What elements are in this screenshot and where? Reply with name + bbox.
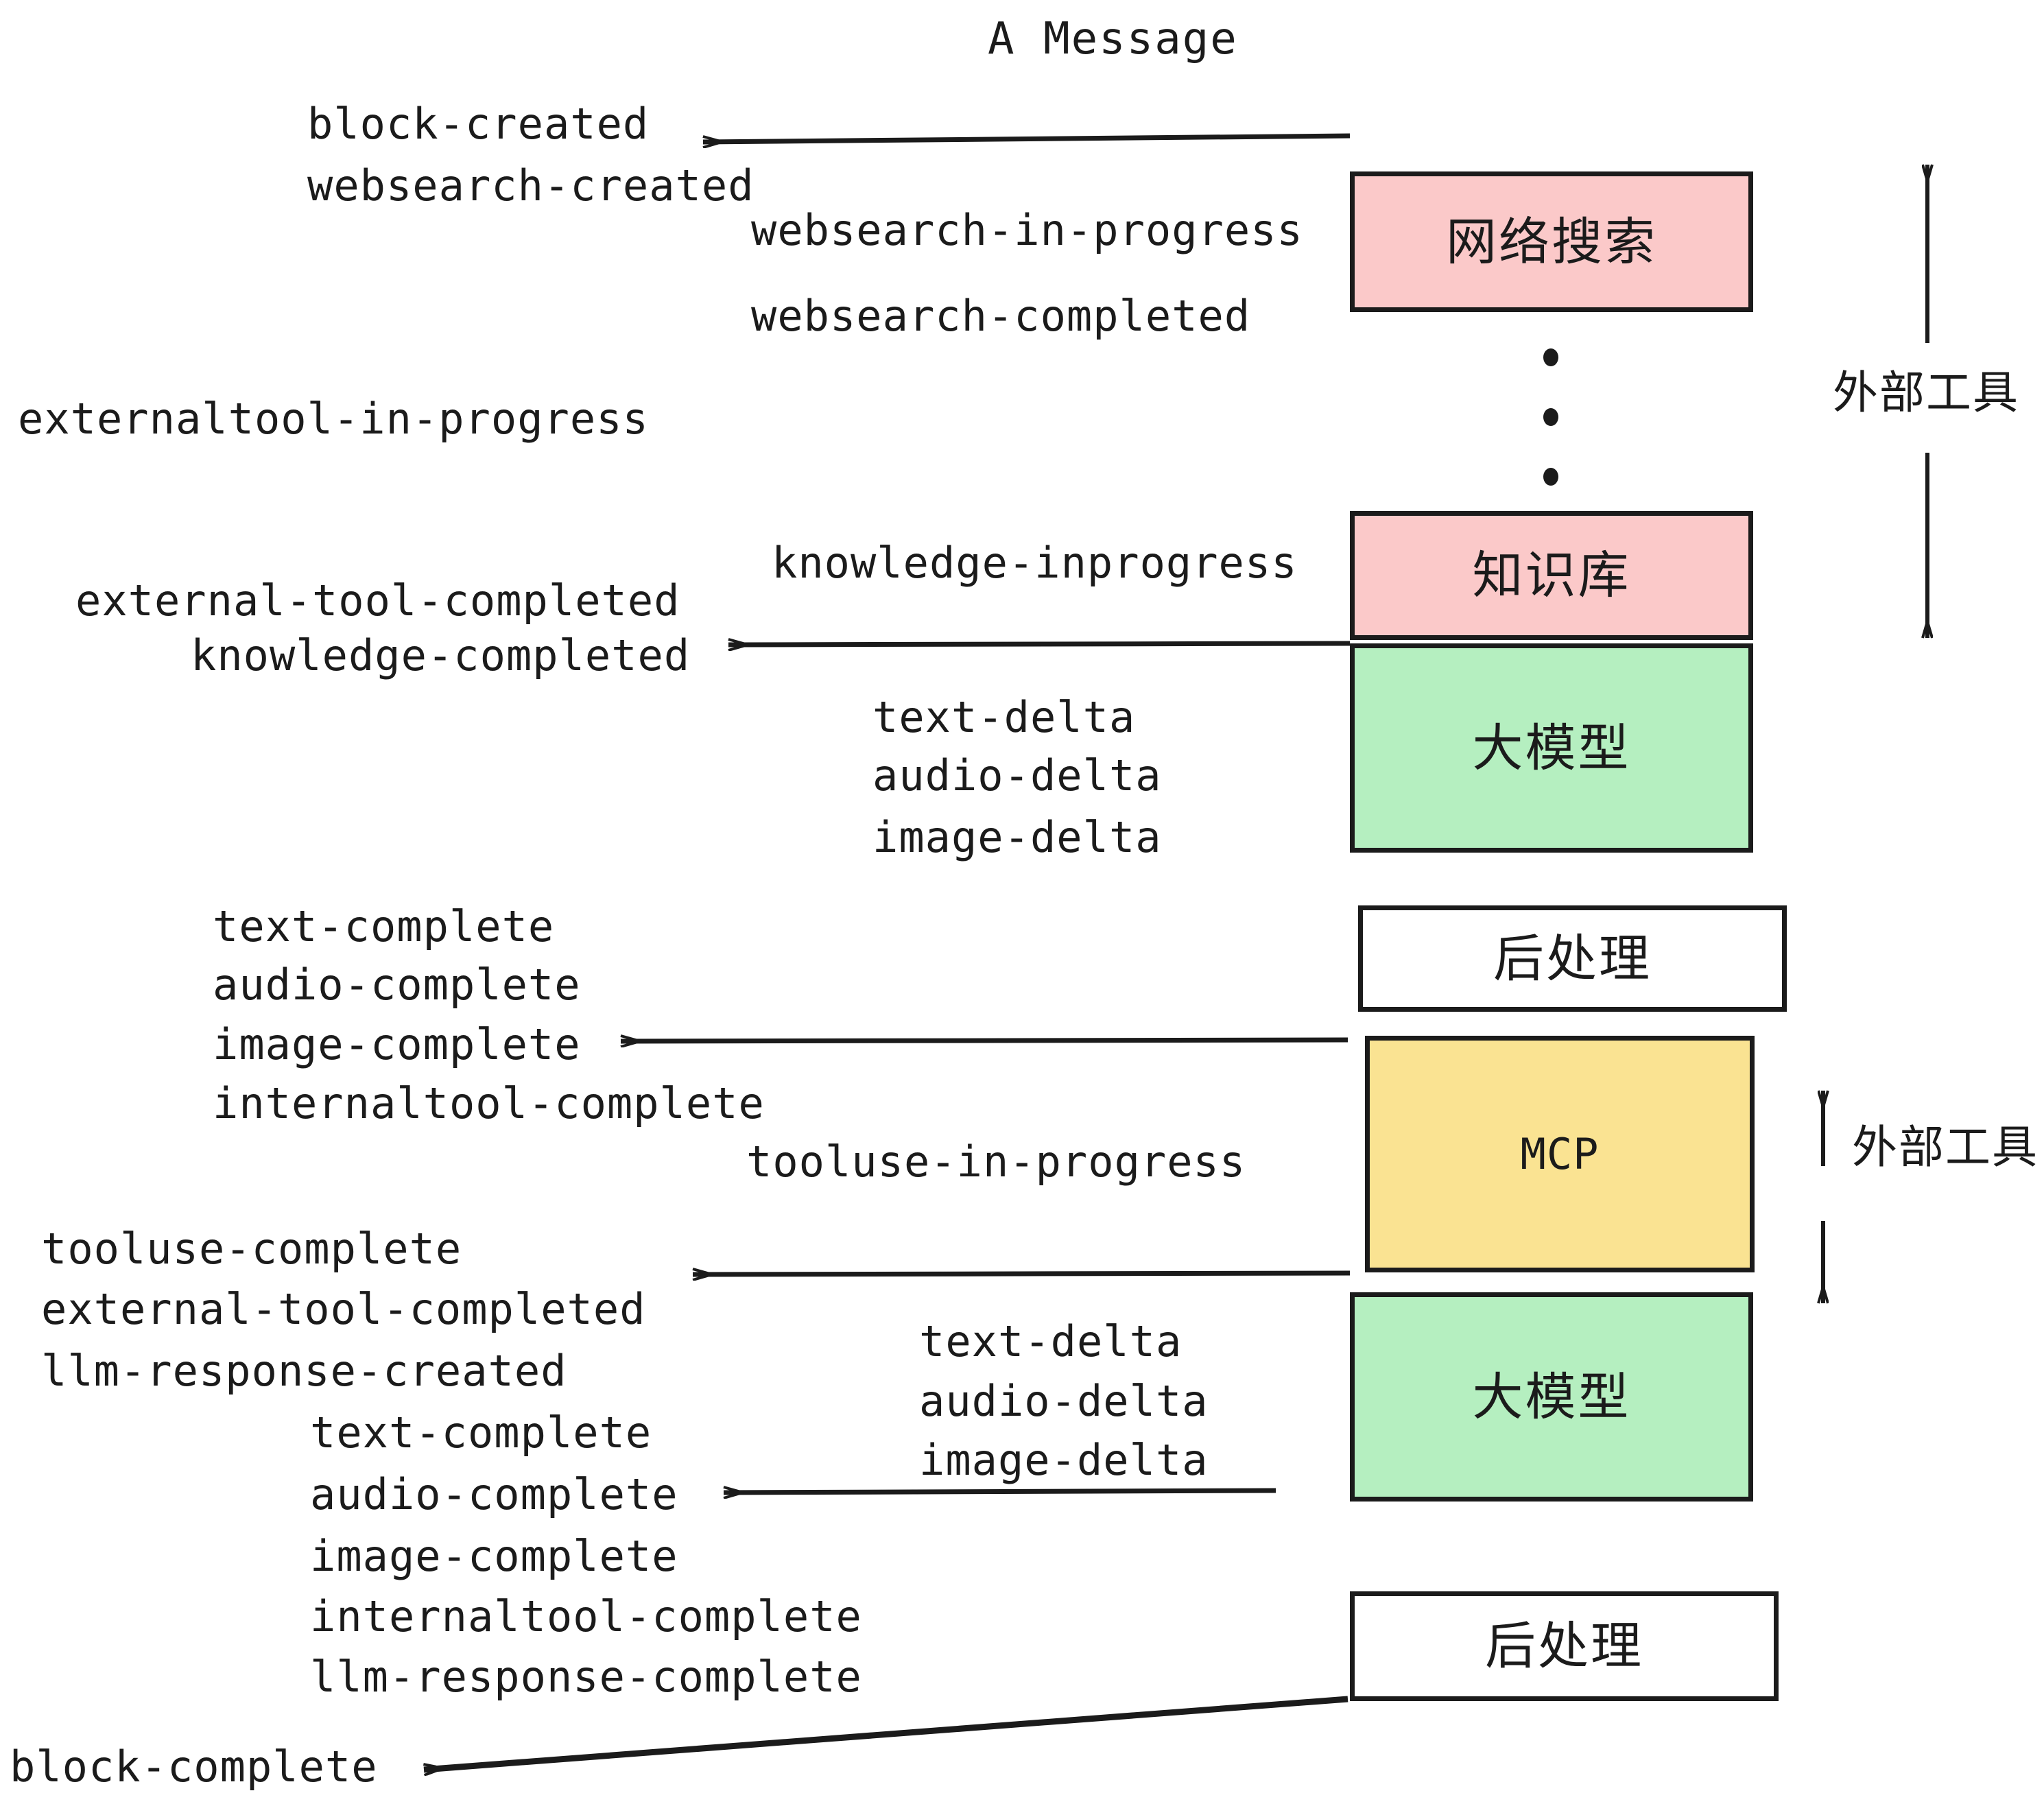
node-label: 网络搜索 — [1446, 212, 1657, 272]
node-postprocess-1[interactable]: 后处理 — [1358, 905, 1787, 1012]
node-llm-1[interactable]: 大模型 — [1350, 643, 1753, 853]
arrow-llm2-to-audio-complete — [724, 1491, 1276, 1493]
node-label: 后处理 — [1485, 1617, 1643, 1676]
event-llm-response-created: llm-response-created — [41, 1346, 567, 1396]
event-image-delta-2: image-delta — [919, 1435, 1209, 1485]
event-knowledge-inprogress: knowledge-inprogress — [772, 538, 1298, 588]
event-websearch-created: websearch-created — [307, 161, 754, 211]
node-postprocess-2[interactable]: 后处理 — [1350, 1591, 1779, 1701]
event-image-complete-1: image-complete — [213, 1019, 581, 1069]
event-tooluse-in-progress: tooluse-in-progress — [746, 1137, 1246, 1187]
event-audio-complete-2: audio-complete — [310, 1469, 678, 1519]
event-internaltool-complete-2: internaltool-complete — [310, 1591, 862, 1641]
event-audio-delta-1: audio-delta — [872, 750, 1162, 800]
node-label: MCP — [1520, 1128, 1600, 1179]
event-websearch-in-progress: websearch-in-progress — [751, 205, 1303, 255]
event-image-complete-2: image-complete — [310, 1531, 678, 1581]
event-tooluse-complete: tooluse-complete — [41, 1224, 462, 1274]
page-title: A Message — [988, 14, 1238, 64]
event-external-tool-completed-2: external-tool-completed — [41, 1284, 646, 1334]
group-label-external-tools-bottom: 外部工具 — [1852, 1121, 2039, 1174]
event-websearch-completed: websearch-completed — [751, 291, 1251, 341]
event-knowledge-completed: knowledge-completed — [191, 630, 691, 680]
event-text-complete-1: text-complete — [213, 901, 555, 951]
node-mcp[interactable]: MCP — [1365, 1036, 1755, 1272]
arrow-mcp-to-tooluse-complete — [693, 1273, 1351, 1274]
node-llm-2[interactable]: 大模型 — [1350, 1292, 1753, 1502]
node-label: 大模型 — [1472, 1367, 1631, 1427]
vertical-ellipsis — [1542, 348, 1560, 486]
event-text-delta-2: text-delta — [919, 1316, 1183, 1366]
event-block-created: block-created — [307, 99, 650, 149]
event-llm-response-complete: llm-response-complete — [310, 1652, 862, 1702]
event-image-delta-1: image-delta — [872, 812, 1162, 862]
event-text-complete-2: text-complete — [310, 1408, 652, 1458]
event-audio-complete-1: audio-complete — [213, 960, 581, 1010]
event-external-tool-completed-1: external-tool-completed — [75, 575, 680, 626]
node-websearch[interactable]: 网络搜索 — [1350, 171, 1753, 312]
node-knowledge[interactable]: 知识库 — [1350, 511, 1753, 640]
node-label: 后处理 — [1493, 929, 1652, 988]
arrow-postproc1-to-image-complete — [621, 1040, 1348, 1041]
group-label-external-tools-top: 外部工具 — [1833, 366, 2019, 419]
node-label: 大模型 — [1472, 718, 1631, 778]
node-label: 知识库 — [1472, 546, 1631, 605]
arrow-websearch-to-created — [703, 133, 1351, 142]
arrow-postproc2-to-block-complete — [424, 1696, 1348, 1770]
event-block-complete: block-complete — [10, 1742, 378, 1792]
event-text-delta-1: text-delta — [872, 692, 1136, 742]
arrow-knowledge-to-completed — [728, 643, 1351, 645]
event-internaltool-complete-1: internaltool-complete — [213, 1078, 765, 1128]
event-audio-delta-2: audio-delta — [919, 1376, 1209, 1426]
event-externaltool-in-progress: externaltool-in-progress — [18, 394, 649, 444]
